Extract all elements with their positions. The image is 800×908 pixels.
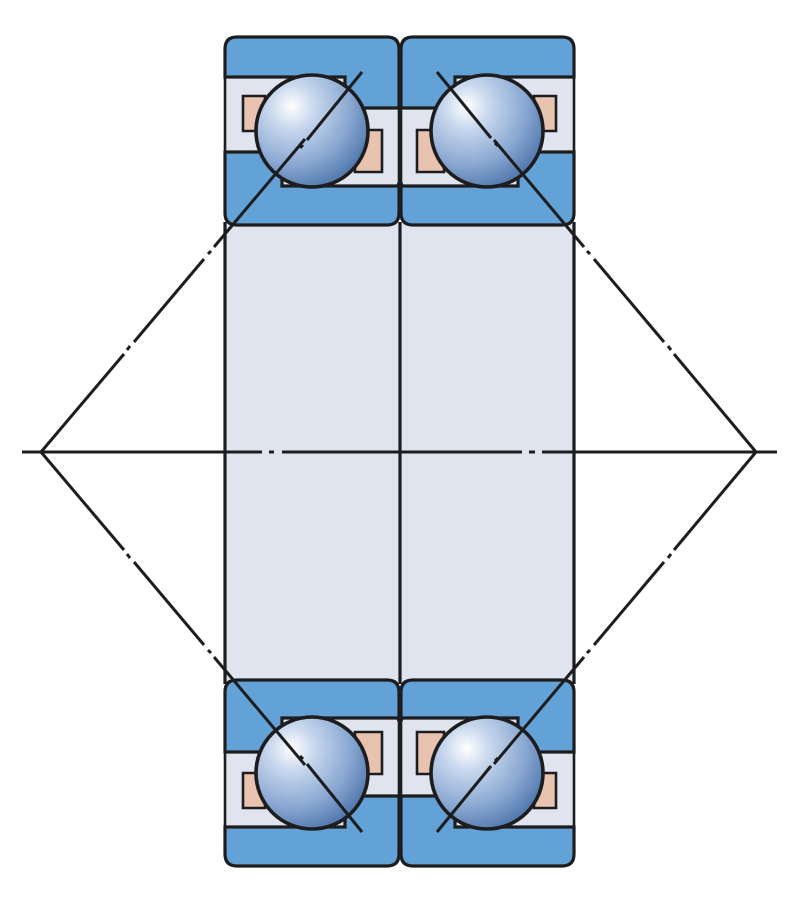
bearing-top-left [223, 35, 401, 227]
contact-line-bottom-left [39, 451, 364, 833]
contact-line-top-right [435, 71, 758, 453]
center-contact-dot-top [397, 181, 403, 187]
bearing-bottom-right [399, 678, 576, 868]
contact-line-bottom-right [435, 451, 758, 833]
bearing-bottom-left [223, 678, 401, 868]
contact-line-top-left [39, 71, 364, 453]
bearing-top-right [399, 35, 576, 227]
center-contact-dot-bottom [397, 717, 403, 723]
